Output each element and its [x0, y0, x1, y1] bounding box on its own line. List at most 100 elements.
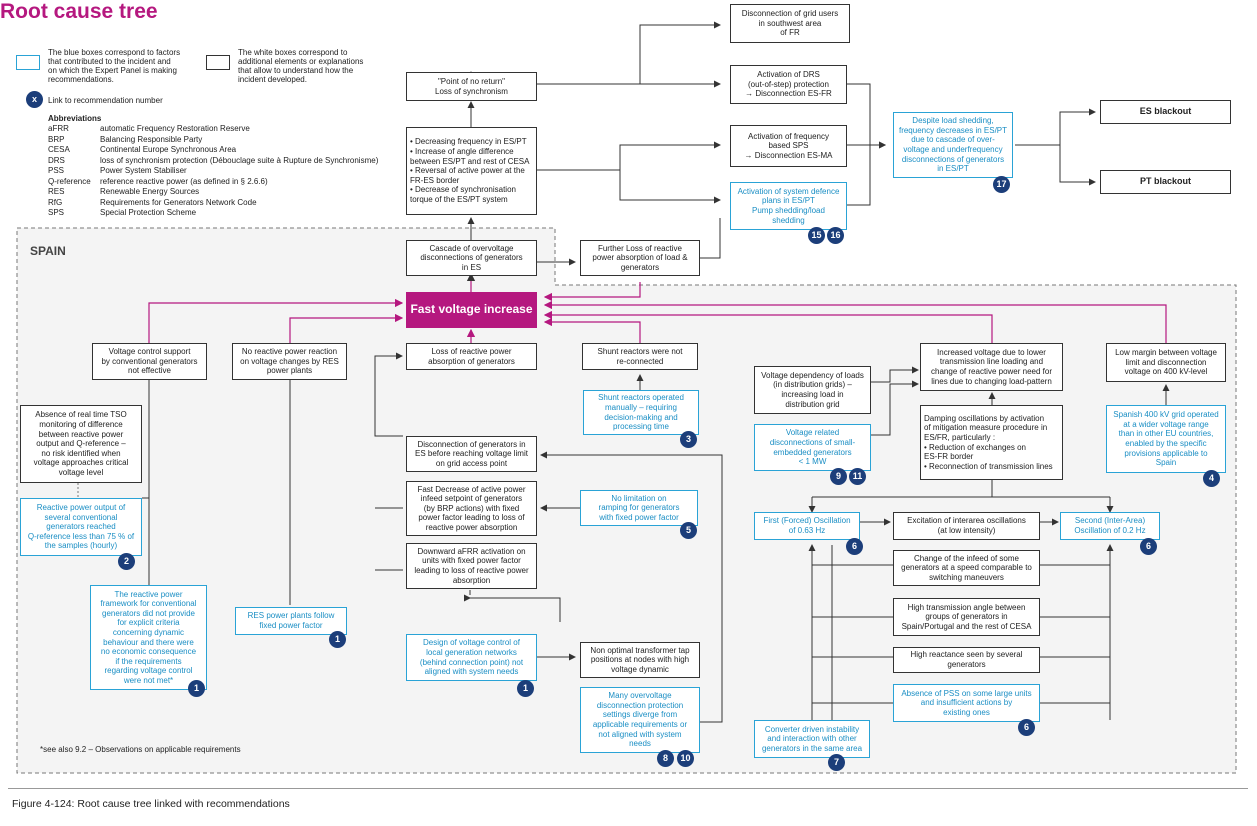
abbr-key: aFRR: [48, 124, 69, 133]
box-absence-pss: Absence of PSS on some large units and i…: [893, 684, 1040, 722]
legend-badge-text: Link to recommendation number: [48, 96, 163, 105]
abbr-key: PSS: [48, 166, 65, 175]
box-text: PT blackout: [1139, 176, 1191, 187]
recommendation-badge: 7: [828, 754, 845, 771]
box-text: Converter driven instability and interac…: [761, 724, 863, 753]
abbr-key: RES: [48, 187, 65, 196]
box-no-limitation-ramping: No limitation on ramping for generators …: [580, 490, 698, 526]
spain-region-label: SPAIN: [30, 244, 66, 258]
box-voltage-control-support: Voltage control support by conventional …: [92, 343, 207, 380]
abbr-value: Requirements for Generators Network Code: [100, 197, 257, 207]
box-text: Shunt reactors were not re-connected: [597, 346, 683, 366]
recommendation-badge: 8: [657, 750, 674, 767]
recommendation-badge: 1: [517, 680, 534, 697]
box-text: Cascade of overvoltage disconnections of…: [420, 243, 523, 272]
abbr-value: Balancing Responsible Party: [100, 134, 203, 144]
recommendation-badge: 17: [993, 176, 1010, 193]
box-text: Spanish 400 kV grid operated at a wider …: [1113, 410, 1219, 468]
box-disc-grid-users: Disconnection of grid users in southwest…: [730, 4, 850, 43]
box-text: Voltage dependency of loads (in distribu…: [761, 370, 864, 409]
box-text: Activation of frequency based SPS → Disc…: [744, 131, 833, 160]
box-spanish-400kv: Spanish 400 kV grid operated at a wider …: [1106, 405, 1226, 473]
box-text: Activation of DRS (out-of-step) protecti…: [745, 70, 832, 99]
box-text: "Point of no return" Loss of synchronism: [435, 76, 508, 96]
box-text: Voltage control support by conventional …: [101, 347, 198, 376]
box-voltage-related-disc: Voltage related disconnections of small-…: [754, 424, 871, 471]
box-text: No reactive power reaction on voltage ch…: [240, 347, 339, 376]
caption-divider: [8, 788, 1248, 789]
box-text: Absence of PSS on some large units and i…: [901, 688, 1032, 717]
recommendation-badge: 1: [188, 680, 205, 697]
legend-white-swatch: [206, 55, 230, 70]
abbr-value: automatic Frequency Restoration Reserve: [100, 124, 250, 133]
box-pt-blackout: PT blackout: [1100, 170, 1231, 194]
box-text: Downward aFRR activation on units with f…: [414, 546, 529, 585]
box-no-reactive-res: No reactive power reaction on voltage ch…: [232, 343, 347, 380]
box-downward-afrr: Downward aFRR activation on units with f…: [406, 543, 537, 589]
box-text: Fast voltage increase: [410, 302, 533, 317]
recommendation-badge: 3: [680, 431, 697, 448]
legend-white-text: The white boxes correspond to additional…: [238, 48, 364, 84]
box-es-blackout: ES blackout: [1100, 100, 1231, 124]
box-excitation-interarea: Excitation of interarea oscillations (at…: [893, 512, 1040, 540]
box-text: Loss of reactive power absorption of gen…: [428, 346, 515, 366]
abbr-value: loss of synchronism protection (Déboucla…: [100, 155, 379, 165]
legend-blue-text: The blue boxes correspond to factors tha…: [48, 48, 181, 84]
recommendation-badge: 6: [1140, 538, 1157, 555]
recommendation-badge: 6: [1018, 719, 1035, 736]
footnote: *see also 9.2 – Observations on applicab…: [40, 745, 241, 754]
box-text: ES blackout: [1139, 106, 1192, 117]
recommendation-badge: 10: [677, 750, 694, 767]
abbr-key: RfG: [48, 197, 63, 207]
abbr-value: Renewable Energy Sources: [100, 187, 200, 196]
box-text: High transmission angle between groups o…: [901, 602, 1032, 631]
abbr-key: SPS: [48, 208, 65, 217]
abbr-key: CESA: [48, 145, 70, 154]
box-text: Disconnection of generators in ES before…: [415, 439, 528, 468]
box-text: RES power plants follow fixed power fact…: [247, 611, 335, 630]
box-text: Reactive power output of several convent…: [27, 503, 135, 551]
box-reactive-framework: The reactive power framework for convent…: [90, 585, 207, 690]
box-text: The reactive power framework for convent…: [100, 589, 197, 685]
box-load-shedding: Despite load shedding, frequency decreas…: [893, 112, 1013, 178]
box-text: • Decreasing frequency in ES/PT • Increa…: [410, 137, 530, 204]
box-reactive-output: Reactive power output of several convent…: [20, 498, 142, 556]
legend-badge: x: [26, 91, 43, 108]
box-text: Many overvoltage disconnection protectio…: [592, 691, 688, 749]
box-shunt-reactors: Shunt reactors were not re-connected: [582, 343, 698, 370]
box-text: First (Forced) Oscillation of 0.63 Hz: [763, 516, 851, 535]
figure-caption: Figure 4-124: Root cause tree linked wit…: [12, 798, 290, 810]
box-text: Non optimal transformer tap positions at…: [590, 645, 690, 674]
box-shunt-manual: Shunt reactors operated manually – requi…: [583, 390, 699, 435]
box-first-oscillation: First (Forced) Oscillation of 0.63 Hz: [754, 512, 860, 540]
recommendation-badge: 1: [329, 631, 346, 648]
abbr-key: BRP: [48, 134, 65, 144]
box-text: Shunt reactors operated manually – requi…: [598, 393, 684, 432]
box-text: Design of voltage control of local gener…: [419, 638, 524, 677]
box-text: Second (Inter-Area) Oscillation of 0.2 H…: [1074, 516, 1146, 535]
box-high-reactance: High reactance seen by several generator…: [893, 647, 1040, 673]
box-text: No limitation on ramping for generators …: [598, 493, 680, 522]
abbr-key: DRS: [48, 155, 65, 165]
box-fast-decrease: Fast Decrease of active power infeed set…: [406, 481, 537, 536]
box-text: Low margin between voltage limit and dis…: [1115, 348, 1217, 377]
box-text: Change of the infeed of some generators …: [901, 553, 1032, 582]
page-title: Root cause tree: [0, 0, 158, 23]
box-further-loss: Further Loss of reactive power absorptio…: [580, 240, 700, 276]
box-voltage-dependency: Voltage dependency of loads (in distribu…: [754, 366, 871, 414]
box-drs-activation: Activation of DRS (out-of-step) protecti…: [730, 65, 847, 104]
box-text: Excitation of interarea oscillations (at…: [907, 516, 1026, 535]
box-design-voltage-control: Design of voltage control of local gener…: [406, 634, 537, 681]
box-loss-reactive-absorption: Loss of reactive power absorption of gen…: [406, 343, 537, 370]
box-cascade-overvoltage: Cascade of overvoltage disconnections of…: [406, 240, 537, 276]
recommendation-badge: 11: [849, 468, 866, 485]
box-text: Absence of real time TSO monitoring of d…: [33, 410, 129, 477]
box-damping-oscillations: Damping oscillations by activation of mi…: [920, 405, 1063, 480]
abbreviations-list: aFRR automatic Frequency Restoration Rese…: [48, 124, 408, 224]
abbr-key: Q-reference: [48, 176, 91, 186]
box-text: Further Loss of reactive power absorptio…: [592, 243, 688, 272]
box-non-optimal-tap: Non optimal transformer tap positions at…: [580, 642, 700, 678]
recommendation-badge: 16: [827, 227, 844, 244]
box-text: Activation of system defence plans in ES…: [737, 186, 840, 225]
box-frequency-sps: Activation of frequency based SPS → Disc…: [730, 125, 847, 167]
